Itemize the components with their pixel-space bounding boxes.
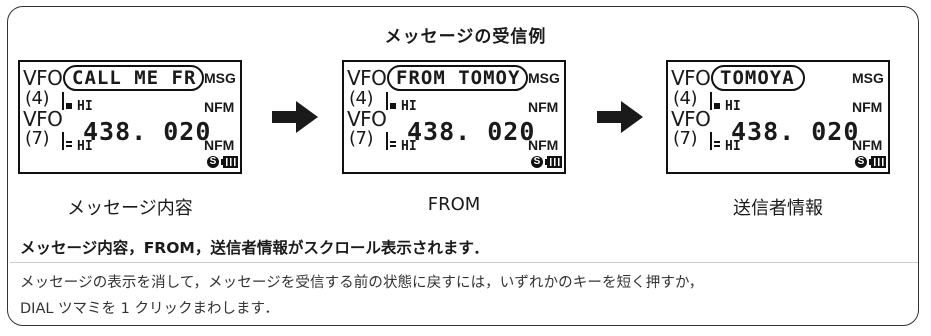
nfm-bottom: NFM: [852, 137, 883, 153]
channel-top: (4): [673, 88, 698, 109]
section-title: メッセージの受信例: [384, 27, 547, 47]
divider-line: [62, 92, 64, 110]
power-indicator: [390, 141, 396, 143]
nfm-bottom: NFM: [528, 137, 559, 153]
hi-bottom: HI: [77, 139, 93, 154]
hi-top: HI: [401, 99, 417, 114]
s-badge-icon: S: [207, 156, 219, 168]
msg-indicator: MSG: [852, 70, 884, 86]
vfo-label-bottom: VFO: [23, 107, 63, 131]
caption-message-content: メッセージ内容: [67, 198, 193, 219]
hi-top: HI: [77, 99, 93, 114]
lcd-screen-from: VFO FROM TOMOY MSG (4) HI NFM VFO 438. 0…: [342, 60, 566, 174]
hi-bottom: HI: [401, 139, 417, 154]
divider-line: [386, 132, 388, 150]
battery-icon: [221, 156, 238, 168]
nfm-top: NFM: [852, 99, 883, 115]
power-indicator: [66, 145, 72, 147]
nfm-top: NFM: [528, 99, 559, 115]
divider-line: [386, 92, 388, 110]
lcd-screen-sender: VFO TOMOYA MSG (4) HI NFM VFO 438. 020 (…: [666, 60, 890, 174]
divider-line: [710, 132, 712, 150]
description-line: メッセージ内容，FROM，送信者情報がスクロール表示されます．: [20, 239, 489, 257]
lcd-screen-message: VFO CALL ME FR MSG (4) HI NFM VFO 438. 0…: [18, 60, 242, 174]
vfo-label-bottom: VFO: [347, 107, 387, 131]
frequency-display: 438. 020: [731, 117, 860, 146]
channel-bottom: (7): [673, 128, 698, 149]
msg-indicator: MSG: [528, 70, 560, 86]
power-indicator: [714, 141, 720, 143]
message-pill: CALL ME FR: [63, 65, 204, 91]
nfm-top: NFM: [204, 99, 235, 115]
caption-sender-info: 送信者情報: [733, 198, 823, 219]
power-indicator: [714, 145, 720, 147]
arrow-right-icon: [597, 101, 643, 133]
channel-bottom: (7): [349, 128, 374, 149]
message-pill: FROM TOMOY: [387, 65, 528, 91]
s-badge-icon: S: [531, 156, 543, 168]
separator: [10, 262, 918, 263]
power-indicator: [66, 141, 72, 143]
hi-top: HI: [725, 99, 741, 114]
content-frame: [7, 6, 919, 326]
battery-icon: [545, 156, 562, 168]
frequency-display: 438. 020: [407, 117, 536, 146]
channel-top: (4): [25, 88, 50, 109]
msg-indicator: MSG: [204, 70, 236, 86]
power-indicator: [714, 103, 720, 109]
message-pill: TOMOYA: [711, 65, 805, 91]
instruction-line-1: メッセージの表示を消して，メッセージを受信する前の状態に戻すには，いずれかのキー…: [20, 275, 704, 291]
vfo-label-bottom: VFO: [671, 107, 711, 131]
divider-line: [710, 92, 712, 110]
frequency-display: 438. 020: [83, 117, 212, 146]
channel-bottom: (7): [25, 128, 50, 149]
instruction-line-2: DIAL ツマミを 1 クリックまわします．: [20, 301, 279, 317]
vfo-label-top: VFO: [23, 66, 63, 90]
nfm-bottom: NFM: [204, 137, 235, 153]
hi-bottom: HI: [725, 139, 741, 154]
power-indicator: [390, 103, 396, 109]
battery-icon: [869, 156, 886, 168]
power-indicator: [66, 103, 72, 109]
divider-line: [62, 132, 64, 150]
vfo-label-top: VFO: [671, 66, 711, 90]
arrow-right-icon: [272, 101, 318, 133]
caption-from: FROM: [427, 194, 481, 215]
vfo-label-top: VFO: [347, 66, 387, 90]
power-indicator: [390, 145, 396, 147]
channel-top: (4): [349, 88, 374, 109]
s-badge-icon: S: [855, 156, 867, 168]
